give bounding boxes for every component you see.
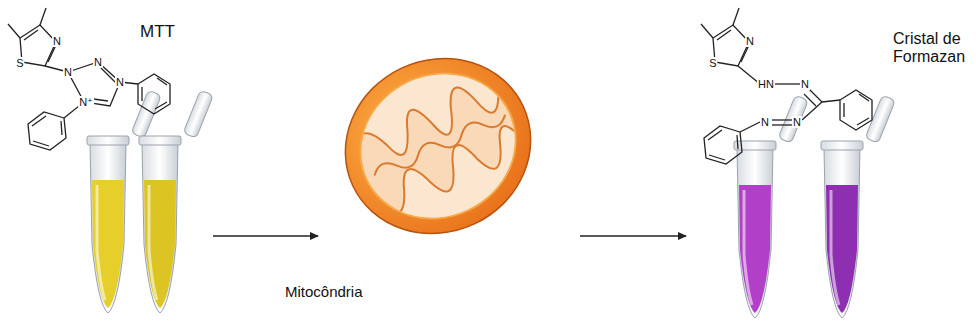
tube-yellow (139, 90, 213, 313)
compound-name: MTT (140, 22, 175, 42)
atom-label: N (115, 76, 125, 88)
atom-label: N (800, 78, 810, 90)
atom-label: N (52, 35, 62, 47)
atom-label: HN (757, 78, 775, 90)
compound-name: Cristal de Formazan (893, 30, 971, 67)
formazan-structure (701, 8, 872, 164)
atom-label: N⁺ (78, 96, 94, 108)
atom-label: N (792, 116, 802, 128)
tube-purple (734, 95, 808, 318)
atom-label: N (760, 116, 770, 128)
mitochondrion (316, 28, 559, 263)
atom-label: N (745, 35, 755, 47)
atom-label: N (93, 56, 103, 68)
arrow (213, 235, 318, 237)
atom-label: N (63, 66, 73, 78)
atom-label: S (708, 57, 717, 69)
organelle-name: Mitocôndria (285, 283, 363, 300)
arrow (580, 235, 686, 237)
atom-label: S (15, 57, 24, 69)
